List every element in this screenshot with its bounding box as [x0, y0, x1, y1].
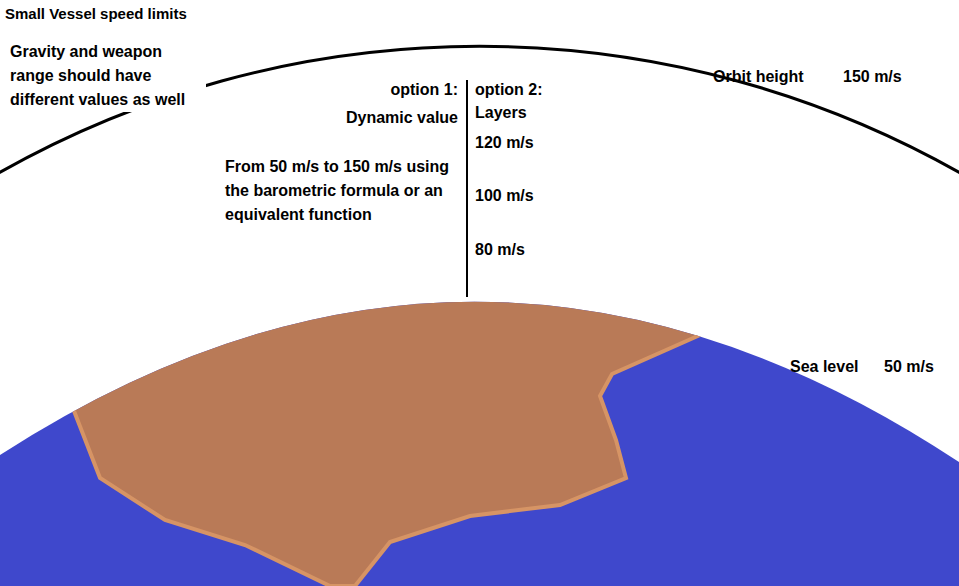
description-text: From 50 m/s to 150 m/s using the baromet… — [225, 155, 463, 227]
speed-value: 50 m/s — [884, 355, 934, 379]
speed-value: 150 m/s — [843, 65, 902, 89]
note-text: Gravity and weapon range should have dif… — [10, 40, 206, 112]
speed-value: 100 m/s — [475, 184, 534, 208]
divider-line — [466, 80, 468, 297]
land — [50, 240, 700, 586]
option-name: Layers — [475, 101, 527, 125]
orbit-label: Orbit height — [713, 65, 804, 89]
speed-value: 120 m/s — [475, 131, 534, 155]
option-label: option 1: — [390, 78, 458, 102]
speed-value: 80 m/s — [475, 238, 525, 262]
sea-level-label: Sea level — [790, 355, 859, 379]
diagram-title: Small Vessel speed limits — [5, 2, 187, 26]
option-name: Dynamic value — [346, 106, 458, 130]
option-label: option 2: — [475, 78, 543, 102]
